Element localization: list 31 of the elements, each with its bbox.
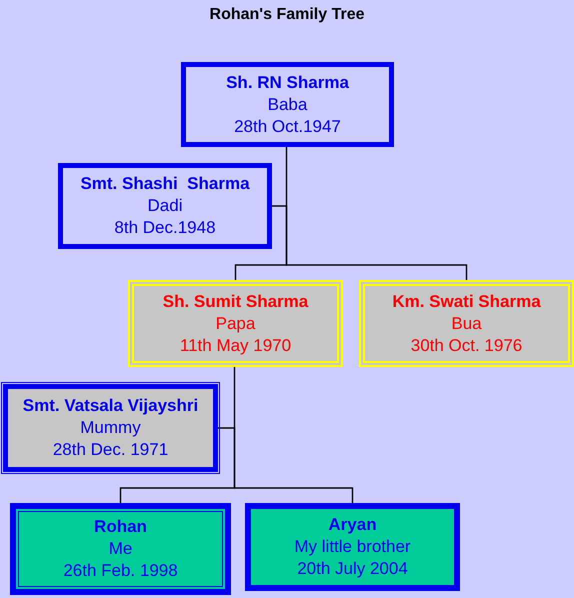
family-member-box [359,280,574,367]
family-member-box [3,384,218,472]
birth-date: 8th Dec.1948 [114,217,216,239]
relation-label: Papa [216,312,256,334]
relation-label: My little brother [294,536,411,558]
birth-date: 28th Dec. 1971 [52,439,168,461]
person-name: Sh. RN Sharma [226,72,349,94]
family-member-box [245,503,460,591]
birth-date: 28th Oct.1947 [234,116,341,138]
relation-label: Me [108,538,132,560]
person-name: Rohan [94,516,147,538]
family-member-box [58,163,272,249]
family-member-box [10,503,231,595]
connector-line [272,205,468,280]
birth-date: 11th May 1970 [180,334,292,356]
relation-label: Baba [268,94,308,116]
person-name: Smt. Shashi Sharma [80,173,250,195]
birth-date: 26th Feb. 1998 [63,560,178,582]
family-member-box [128,280,343,367]
relation-label: Dadi [148,195,182,217]
birth-date: 20th July 2004 [297,558,408,580]
relation-label: Bua [451,312,482,334]
birth-date: 30th Oct. 1976 [410,334,522,356]
person-name: Aryan [328,514,377,536]
person-name: Smt. Vatsala Vijayshri [22,395,198,417]
person-name: Km. Swati Sharma [392,290,541,312]
family-member-box [181,62,394,147]
diagram-title: Rohan's Family Tree [208,6,366,24]
person-name: Sh. Sumit Sharma [162,290,308,312]
connector-line [218,427,354,503]
relation-label: Mummy [80,417,141,439]
